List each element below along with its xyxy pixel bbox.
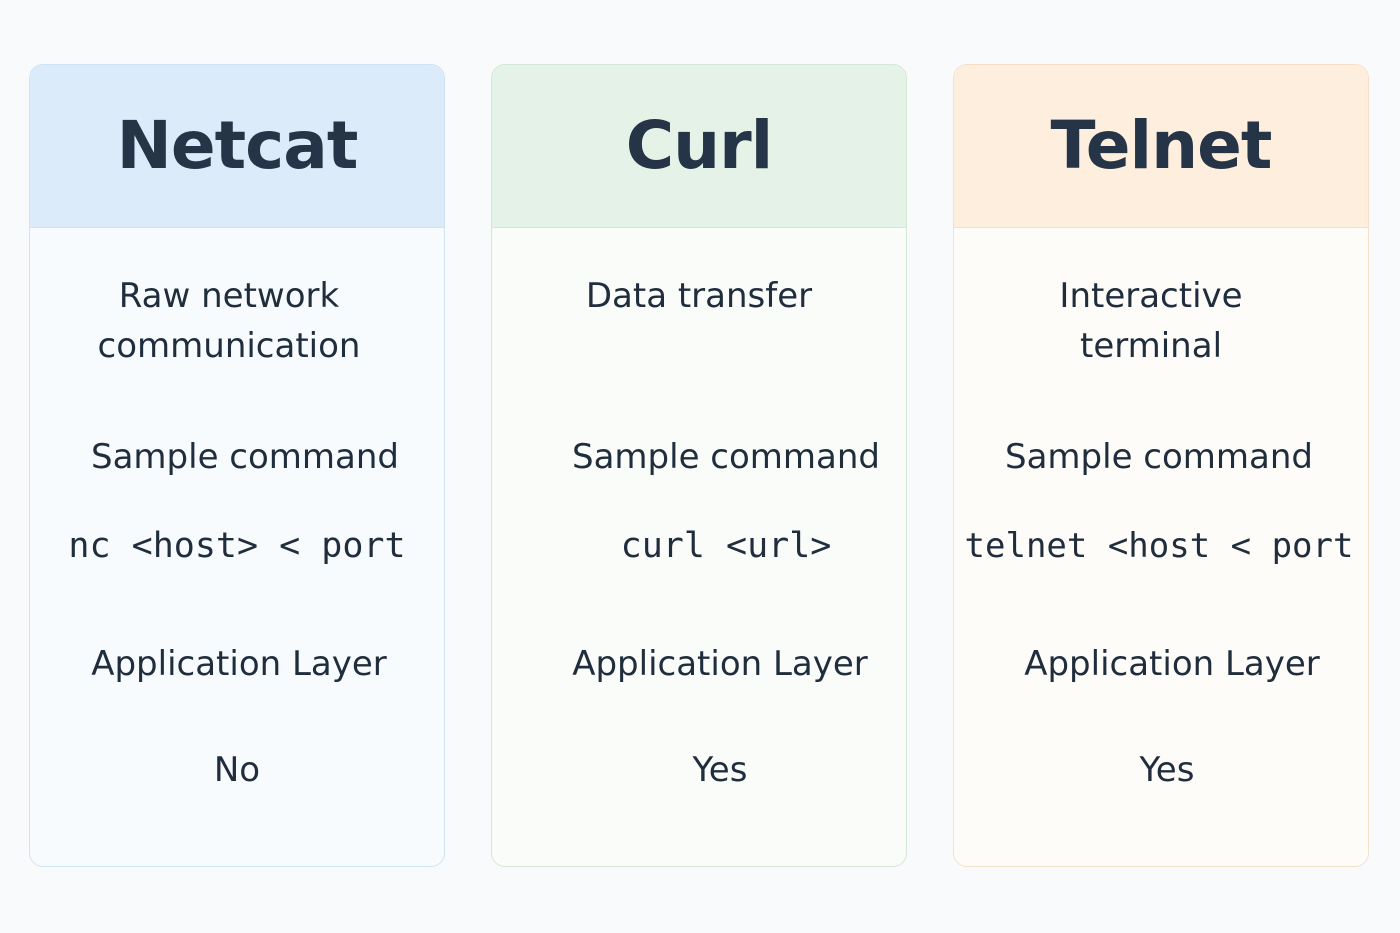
netcat-purpose: Raw network communication xyxy=(30,271,436,371)
netcat-answer: No xyxy=(213,750,261,790)
telnet-header: Telnet xyxy=(954,65,1368,228)
telnet-title: Telnet xyxy=(1050,106,1273,184)
telnet-answer: Yes xyxy=(1139,750,1195,790)
netcat-purpose-line1: Raw network xyxy=(118,276,340,316)
curl-title: Curl xyxy=(625,106,774,184)
telnet-purpose: Interactive terminal xyxy=(954,271,1358,371)
netcat-sample-label: Sample command xyxy=(91,437,399,477)
telnet-purpose-line1: Interactive xyxy=(1059,276,1243,316)
netcat-layer: Application Layer xyxy=(91,644,387,684)
curl-sample-label: Sample command xyxy=(572,437,880,477)
telnet-layer: Application Layer xyxy=(1024,644,1320,684)
netcat-header: Netcat xyxy=(30,65,444,228)
telnet-card: Telnet Interactive terminal Sample comma… xyxy=(953,64,1369,867)
telnet-sample-label: Sample command xyxy=(1005,437,1313,477)
curl-answer: Yes xyxy=(692,750,748,790)
netcat-purpose-line2: communication xyxy=(97,326,361,366)
netcat-card: Netcat Raw network communication Sample … xyxy=(29,64,445,867)
curl-header: Curl xyxy=(492,65,906,228)
curl-command: curl <url> xyxy=(620,526,832,566)
curl-purpose-line1: Data transfer xyxy=(585,276,813,316)
curl-card: Curl Data transfer Sample command curl <… xyxy=(491,64,907,867)
telnet-purpose-line2: terminal xyxy=(1079,326,1223,366)
telnet-command: telnet <host < port xyxy=(964,526,1354,566)
netcat-title: Netcat xyxy=(116,106,359,184)
curl-purpose: Data transfer xyxy=(492,271,906,371)
curl-layer: Application Layer xyxy=(572,644,868,684)
netcat-command: nc <host> < port xyxy=(68,526,406,566)
